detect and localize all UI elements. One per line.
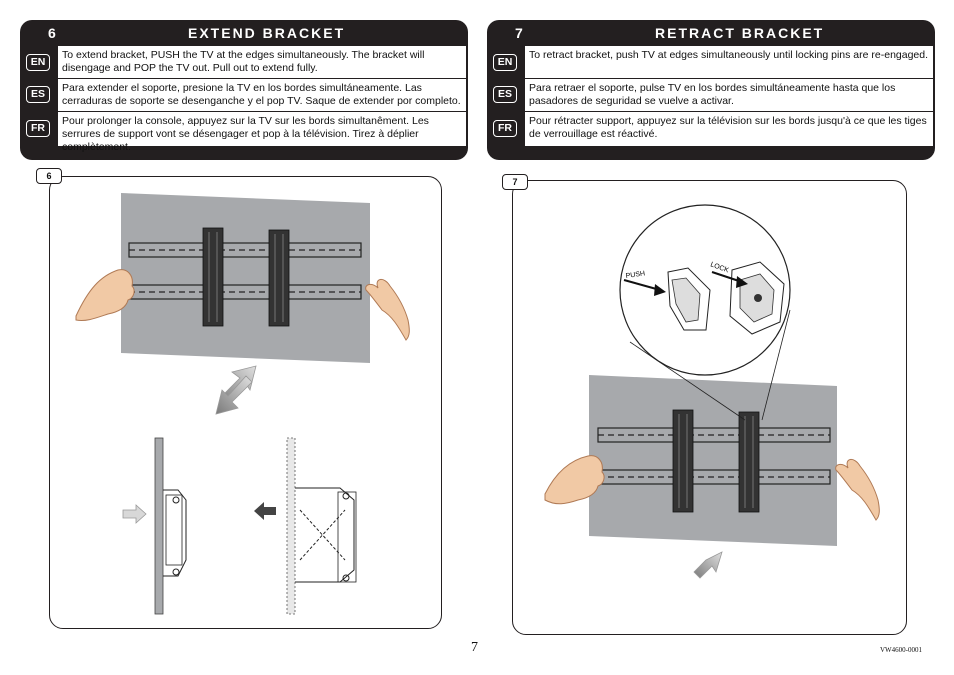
right-hand-icon bbox=[365, 279, 410, 341]
step7-title-bar: 7 RETRACT BRACKET bbox=[487, 24, 935, 44]
step7-figure-frame bbox=[512, 180, 907, 635]
pull-arrow-icon bbox=[254, 502, 276, 520]
step7-en-badge: EN bbox=[493, 54, 517, 71]
push-arrow-icon bbox=[122, 504, 147, 524]
step6-tv-front-illustration bbox=[75, 193, 410, 363]
step7-es-text: Para retraer el soporte, pulse TV en los… bbox=[525, 79, 933, 111]
step6-title-bar: 6 EXTEND BRACKET bbox=[20, 24, 468, 44]
step6-figure-tab: 6 bbox=[36, 168, 62, 184]
step7-es-badge: ES bbox=[493, 86, 517, 103]
step6-side-view-extended bbox=[254, 437, 357, 615]
left-hand-icon bbox=[75, 269, 135, 321]
step6-en-badge: EN bbox=[26, 54, 50, 71]
step6-es-badge: ES bbox=[26, 86, 50, 103]
step7-push-arrow-icon bbox=[693, 551, 723, 579]
step6-fr-text: Pour prolonger la console, appuyez sur l… bbox=[58, 112, 466, 153]
left-hand-icon bbox=[544, 455, 605, 505]
step6-en-text: To extend bracket, PUSH the TV at the ed… bbox=[58, 46, 466, 78]
step7-en-text: To retract bracket, push TV at edges sim… bbox=[525, 46, 933, 78]
step6-push-pop-arrow-icon bbox=[215, 365, 257, 415]
tv-screen bbox=[121, 193, 370, 363]
document-code: VW4600-0001 bbox=[880, 646, 922, 654]
step6-number: 6 bbox=[48, 25, 58, 41]
step7-fr-badge: FR bbox=[493, 120, 517, 137]
right-hand-icon bbox=[835, 459, 880, 521]
step7-figure-tab: 7 bbox=[502, 174, 528, 190]
step7-title: RETRACT BRACKET bbox=[655, 25, 825, 41]
step7-instruction-panel: 7 RETRACT BRACKET EN To retract bracket,… bbox=[487, 20, 935, 160]
step6-fr-badge: FR bbox=[26, 120, 50, 137]
step7-lock-detail-callout bbox=[619, 204, 791, 421]
step7-tv-front-illustration bbox=[544, 375, 880, 546]
step6-title: EXTEND BRACKET bbox=[188, 25, 346, 41]
push-label: PUSH bbox=[625, 270, 645, 280]
tv-screen bbox=[589, 375, 837, 546]
step7-number: 7 bbox=[515, 25, 525, 41]
step6-es-text: Para extender el soporte, presione la TV… bbox=[58, 79, 466, 111]
step6-instruction-panel: 6 EXTEND BRACKET EN To extend bracket, P… bbox=[20, 20, 468, 160]
step6-side-view-retracted bbox=[122, 437, 187, 615]
step7-fr-text: Pour rétracter support, appuyez sur la t… bbox=[525, 112, 933, 146]
page-number: 7 bbox=[471, 640, 478, 655]
step6-figure-frame bbox=[49, 176, 442, 629]
